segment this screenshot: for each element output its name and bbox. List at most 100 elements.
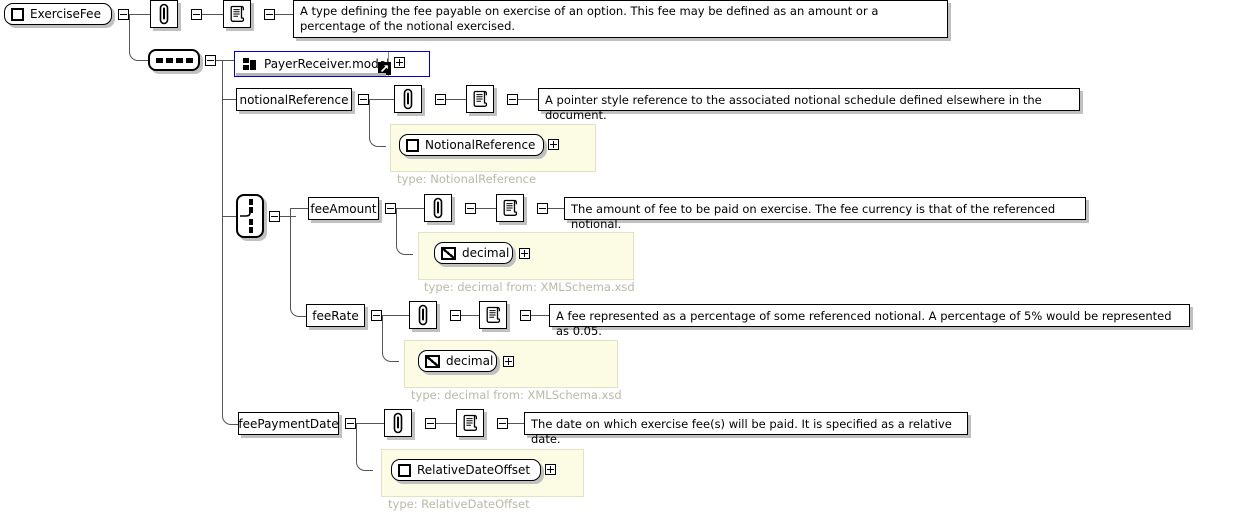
model-group-icon	[243, 58, 257, 70]
model-group-ref-toggle-plus[interactable]	[394, 57, 405, 68]
element-feepaymentdate-label: feePaymentDate	[238, 416, 339, 431]
connector-root-to-sequence	[129, 14, 148, 61]
type-node-relativedateoffset-label: RelativeDateOffset	[417, 463, 531, 477]
element-notionalreference[interactable]: notionalReference	[236, 88, 352, 111]
connector-annotation-to-doc	[436, 423, 456, 424]
connector-doc-to-text	[275, 14, 293, 15]
root-documentation-box: A type defining the fee payable on exerc…	[293, 0, 948, 38]
feerate-documentation-toggle-minus[interactable]	[520, 310, 531, 321]
connector-doc-to-text	[518, 99, 538, 100]
root-toggle-minus[interactable]	[118, 9, 129, 20]
feerate-documentation-box: A fee represented as a percentage of som…	[549, 304, 1190, 338]
type-node-feerate-label: decimal	[446, 354, 494, 368]
paperclip-glyph	[403, 88, 413, 110]
root-node-exercisefee[interactable]: ExerciseFee	[4, 3, 112, 25]
paperclip-icon[interactable]	[409, 301, 437, 329]
element-feepaymentdate[interactable]: feePaymentDate	[238, 412, 339, 435]
paperclip-glyph	[159, 3, 169, 25]
element-square-icon	[11, 7, 24, 21]
notionalreference-toggle-minus[interactable]	[358, 94, 369, 105]
type-node-relativedateoffset[interactable]: RelativeDateOffset	[391, 459, 541, 481]
feeamount-documentation-toggle-minus[interactable]	[537, 203, 548, 214]
type-label-feeamount: type: decimal from: XMLSchema.xsd	[424, 280, 635, 294]
connector-trunk-to-choice	[222, 216, 236, 217]
root-node-label: ExerciseFee	[30, 7, 101, 21]
type-node-notionalreference-label: NotionalReference	[425, 138, 536, 152]
element-feerate-label: feeRate	[312, 308, 359, 323]
type-label-feepaymentdate: type: RelativeDateOffset	[388, 497, 530, 511]
paperclip-icon[interactable]	[150, 0, 178, 28]
type-label-notionalreference: type: NotionalReference	[397, 172, 537, 186]
document-scroll-icon[interactable]	[466, 85, 494, 113]
element-feeamount[interactable]: feeAmount	[308, 197, 379, 220]
notionalreference-documentation-box: A pointer style reference to the associa…	[538, 88, 1080, 122]
type-label-feerate: type: decimal from: XMLSchema.xsd	[411, 388, 622, 402]
connector-doc-to-text	[548, 208, 564, 209]
paperclip-glyph	[393, 412, 403, 434]
connector-choice-out	[280, 216, 296, 217]
connector-annotation-to-doc	[476, 208, 496, 209]
feepaymentdate-documentation-toggle-minus[interactable]	[497, 418, 508, 429]
connector-notionalreference-to-type	[369, 99, 386, 147]
feerate-toggle-minus[interactable]	[371, 310, 382, 321]
paperclip-icon[interactable]	[424, 194, 452, 222]
type-node-feeamount-decimal[interactable]: decimal	[434, 242, 513, 264]
type-node-notionalreference-toggle-plus[interactable]	[548, 139, 559, 150]
feeamount-toggle-minus[interactable]	[385, 203, 396, 214]
scroll-glyph	[463, 414, 478, 431]
document-scroll-icon[interactable]	[456, 409, 484, 437]
external-link-arrow-icon[interactable]	[378, 62, 391, 75]
scroll-glyph	[473, 90, 488, 107]
type-node-feerate-decimal[interactable]: decimal	[418, 350, 497, 372]
connector-choice-to-feerate	[290, 290, 307, 317]
choice-compositor-icon[interactable]	[236, 194, 264, 238]
model-group-ref-label: PayerReceiver.model	[264, 57, 390, 71]
feerate-annotation-toggle-minus[interactable]	[450, 310, 461, 321]
choice-trunk-line	[290, 208, 291, 308]
notionalreference-annotation-toggle-minus[interactable]	[435, 94, 446, 105]
document-scroll-icon[interactable]	[223, 0, 251, 28]
connector-choice-to-feeamount	[290, 208, 308, 209]
feeamount-documentation-box: The amount of fee to be paid on exercise…	[564, 197, 1086, 231]
connector-annotation-to-doc	[461, 315, 479, 316]
type-node-notionalreference[interactable]: NotionalReference	[399, 134, 544, 156]
simple-type-icon	[441, 246, 456, 260]
documentation-toggle-minus[interactable]	[264, 9, 275, 20]
connector-doc-to-text	[531, 315, 549, 316]
connector-feeamount-to-type	[396, 208, 413, 255]
sequence-toggle-minus[interactable]	[205, 55, 216, 66]
document-scroll-icon[interactable]	[496, 194, 524, 222]
model-group-ref-shadowbar	[236, 73, 386, 76]
feepaymentdate-annotation-toggle-minus[interactable]	[425, 418, 436, 429]
paperclip-icon[interactable]	[394, 85, 422, 113]
paperclip-icon[interactable]	[384, 409, 412, 437]
choice-glyph	[240, 199, 253, 233]
scroll-glyph	[230, 5, 245, 22]
feepaymentdate-documentation-box: The date on which exercise fee(s) will b…	[524, 412, 968, 446]
type-node-feeamount-toggle-plus[interactable]	[519, 248, 530, 259]
paperclip-glyph	[433, 197, 443, 219]
connector-trunk-to-notionalreference	[222, 99, 236, 100]
paperclip-glyph	[418, 304, 428, 326]
element-notionalreference-label: notionalReference	[239, 92, 349, 107]
connector-sequence-to-ref	[216, 60, 234, 61]
simple-type-icon	[425, 354, 440, 368]
connector-annotation-to-doc	[202, 14, 223, 15]
element-feerate[interactable]: feeRate	[306, 304, 365, 327]
choice-toggle-minus[interactable]	[269, 211, 280, 222]
connector-trunk-to-feepaymentdate	[222, 398, 239, 425]
feeamount-annotation-toggle-minus[interactable]	[465, 203, 476, 214]
document-scroll-icon[interactable]	[479, 301, 507, 329]
type-node-relativedateoffset-toggle-plus[interactable]	[545, 464, 556, 475]
scroll-glyph	[503, 199, 518, 216]
annotation-toggle-minus[interactable]	[191, 9, 202, 20]
element-square-icon	[406, 138, 419, 152]
sequence-compositor-icon[interactable]	[148, 49, 200, 71]
connector-annotation-to-doc	[446, 99, 466, 100]
connector-feerate-to-type	[382, 315, 399, 362]
element-square-icon	[398, 463, 411, 477]
feepaymentdate-toggle-minus[interactable]	[345, 418, 356, 429]
type-node-feerate-toggle-plus[interactable]	[503, 356, 514, 367]
type-node-feeamount-label: decimal	[462, 246, 510, 260]
notionalreference-documentation-toggle-minus[interactable]	[507, 94, 518, 105]
